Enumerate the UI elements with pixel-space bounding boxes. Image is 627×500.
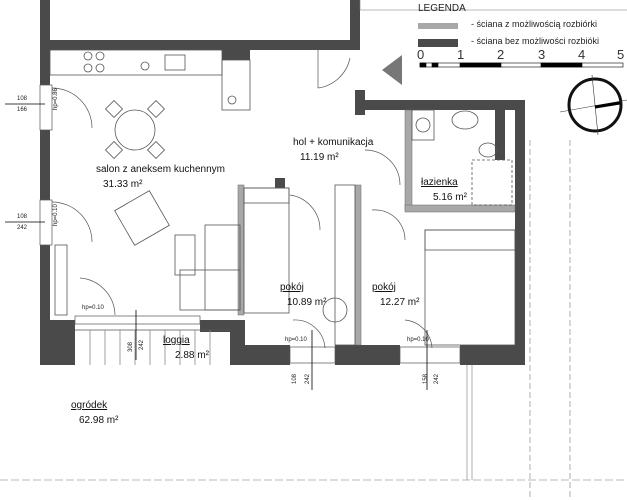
compass-icon xyxy=(559,74,627,136)
room-area-lazienka: 5.16 m² xyxy=(433,192,467,203)
door-2-height: 242 xyxy=(434,373,440,384)
window-2-height: 242 xyxy=(17,225,28,231)
room-area-pokoj-1: 10.89 m² xyxy=(287,297,327,308)
door-1-height: 242 xyxy=(305,373,311,384)
room-name-pokoj-2: pokój xyxy=(372,282,396,293)
loggia-door-width: 308 xyxy=(128,341,134,352)
scale-label: 1 xyxy=(457,47,465,62)
room-area-pokoj-2: 12.27 m² xyxy=(380,297,420,308)
scale-label: 0 xyxy=(417,47,425,62)
loggia-door-height: 242 xyxy=(139,339,145,350)
legend-item-permanent: - ściana bez możliwości rozbióki xyxy=(471,36,600,46)
window-2-sill: hp=0.10 xyxy=(53,204,59,226)
door-1-sill: hp=0.10 xyxy=(285,337,307,343)
room-area-salon: 31.33 m² xyxy=(103,179,143,190)
room-name-ogrodek: ogródek xyxy=(71,400,108,411)
window-1-width: 108 xyxy=(17,96,28,102)
legend-title: LEGENDA xyxy=(418,3,466,14)
window-2-width: 108 xyxy=(17,214,28,220)
room-name-hol: hol + komunikacja xyxy=(293,137,374,148)
removable-walls xyxy=(237,109,516,346)
scale-label: 2 xyxy=(497,47,505,62)
room-area-ogrodek: 62.98 m² xyxy=(79,415,119,426)
loggia-door-sill: hp=0.10 xyxy=(82,305,104,311)
scale-label: 4 xyxy=(578,47,586,62)
door-2-sill: hp=0.10 xyxy=(407,337,429,343)
scale-bar xyxy=(419,62,624,68)
window-1-height: 166 xyxy=(17,107,28,113)
room-name-salon: salon z aneksem kuchennym xyxy=(96,164,225,175)
room-name-lazienka: łazienka xyxy=(421,177,458,188)
room-name-loggia: loggia xyxy=(163,335,190,346)
room-area-loggia: 2.88 m² xyxy=(175,350,209,361)
room-area-hol: 11.19 m² xyxy=(300,152,339,163)
room-name-pokoj-1: pokój xyxy=(280,282,304,293)
scale-label: 5 xyxy=(617,47,625,62)
door-1-width: 108 xyxy=(292,373,298,384)
permanent-walls xyxy=(40,0,525,365)
legend-item-removable: - ściana z możliwością rozbiórki xyxy=(471,19,598,29)
window-1-sill: hp=0.86 xyxy=(53,88,59,110)
entrance-arrow-icon xyxy=(382,55,402,85)
legend-swatch-permanent xyxy=(418,39,458,47)
scale-label: 3 xyxy=(538,47,546,62)
door-2-width: 158 xyxy=(423,373,429,384)
legend-swatch-removable xyxy=(418,23,458,29)
